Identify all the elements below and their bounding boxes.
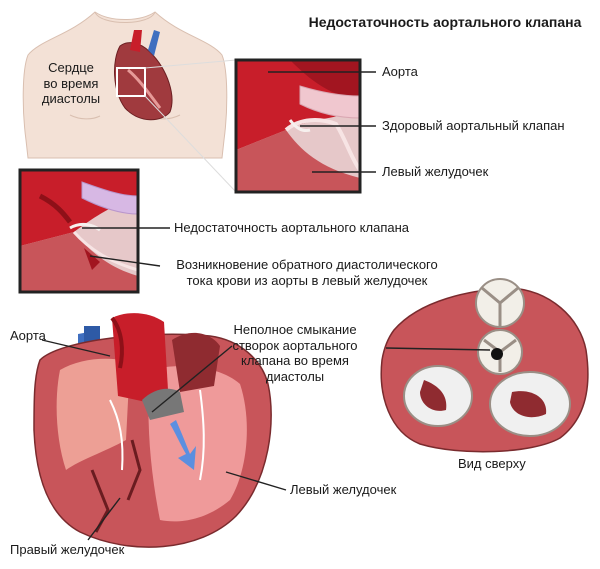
leader-lines <box>41 71 491 541</box>
label-heart-during-diastole: Сердце во время диастолы <box>41 60 101 107</box>
heart-cross-section <box>33 313 272 548</box>
label-valve-insufficiency: Недостаточность аортального клапана <box>174 220 410 235</box>
label-backflow: Возникновение обратного диастолического … <box>176 257 438 288</box>
label-healthy-valve: Здоровый аортальный клапан <box>382 118 565 133</box>
label-right-ventricle: Правый желудочек <box>10 542 125 557</box>
label-aorta-bottom: Аорта <box>10 328 46 343</box>
inset-insufficient-valve <box>20 170 138 292</box>
valve-top-view <box>380 278 589 453</box>
diagram-title: Недостаточность аортального клапана <box>308 14 582 30</box>
label-left-ventricle-top: Левый желудочек <box>382 164 489 179</box>
label-left-ventricle-bottom: Левый желудочек <box>290 482 397 497</box>
label-incomplete-closure: Неполное смыкание створок аортального кл… <box>232 322 358 384</box>
chest-heart <box>114 30 173 121</box>
label-top-view: Вид сверху <box>458 456 526 471</box>
heart-focus-box <box>116 67 146 97</box>
focus-connector <box>144 59 237 193</box>
label-aorta-top: Аорта <box>382 64 418 79</box>
inset-healthy-valve <box>236 60 360 192</box>
